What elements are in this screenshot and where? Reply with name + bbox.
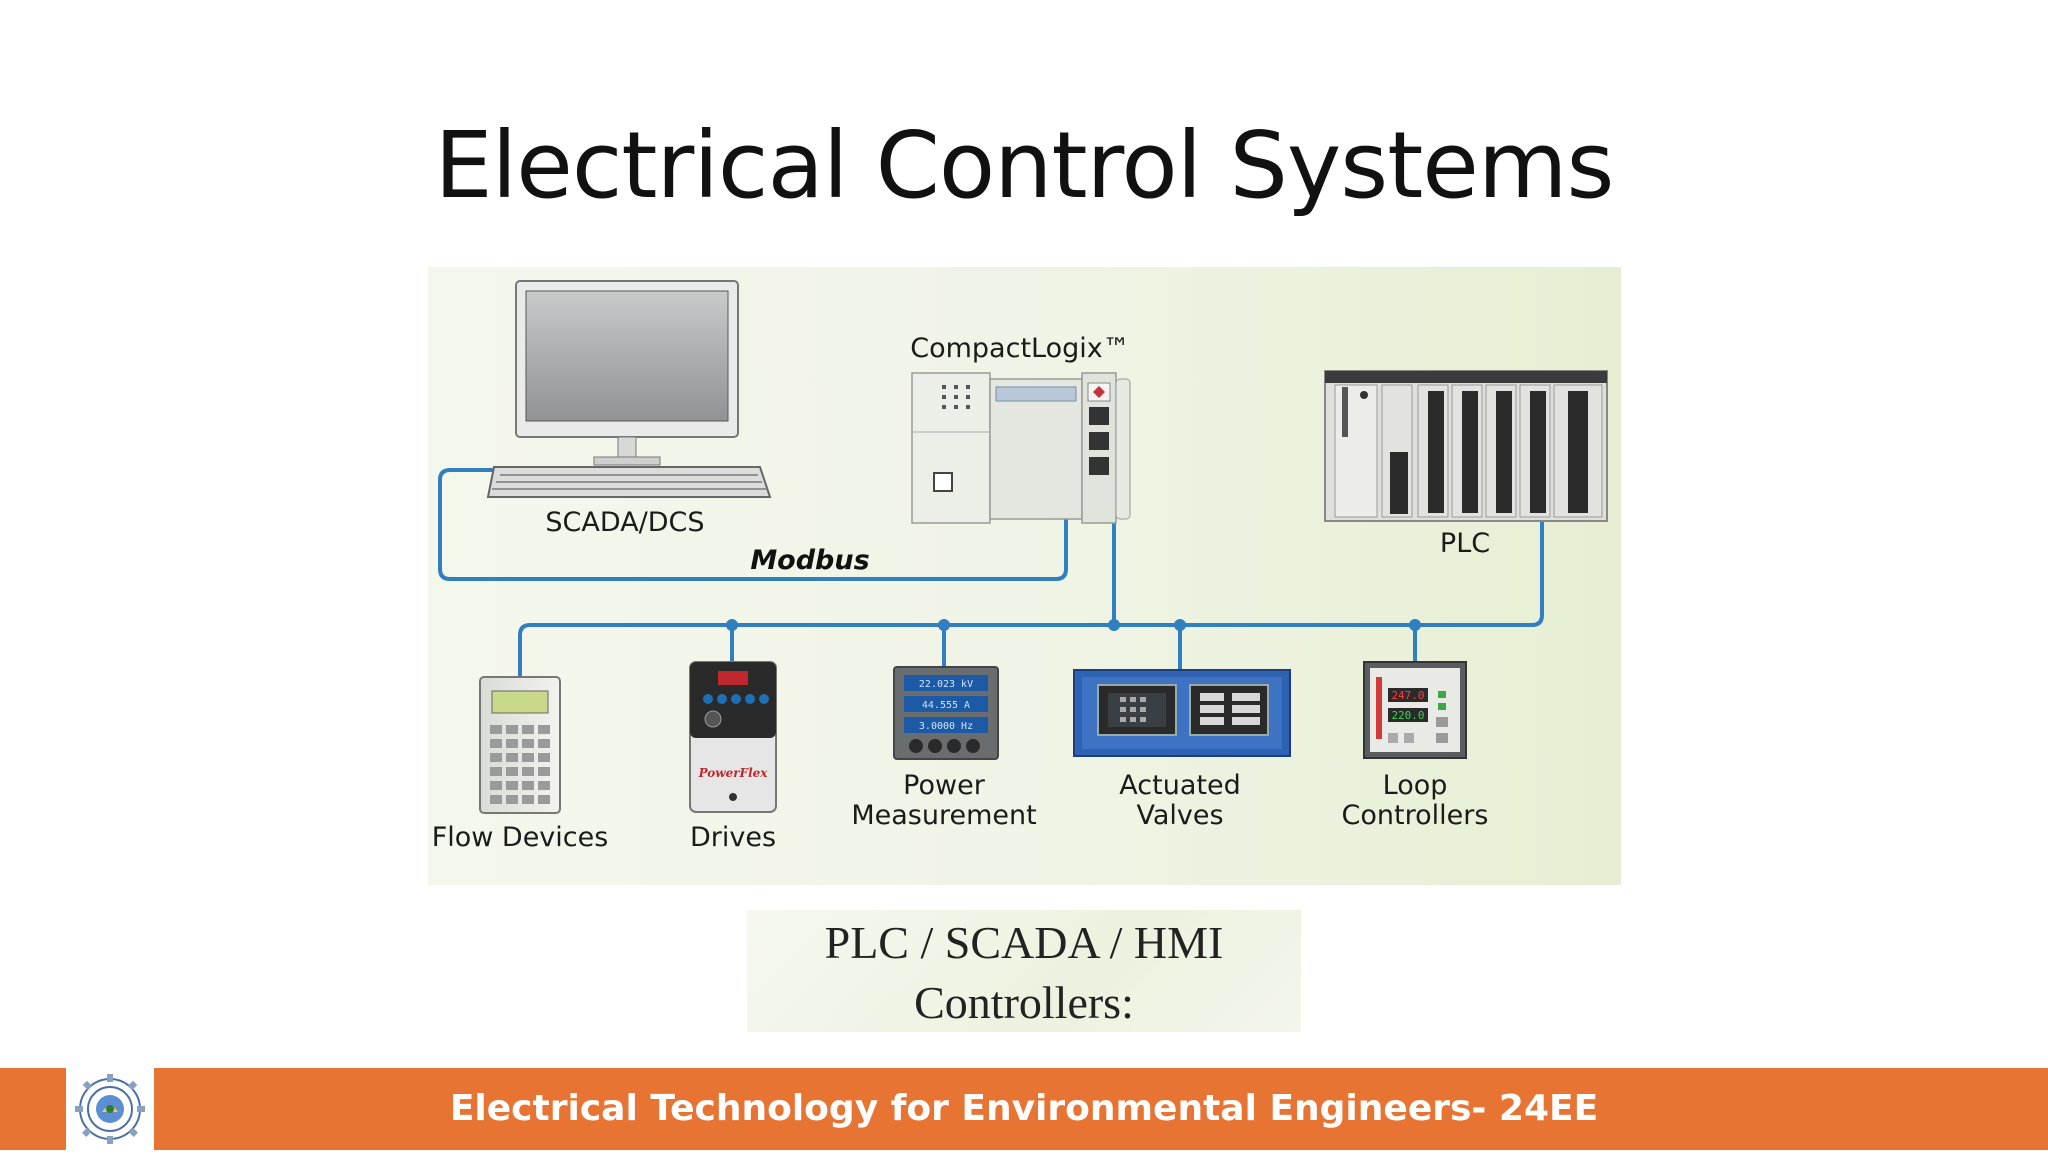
drive-device: PowerFlex Drives: [689, 661, 777, 853]
loop-label-2: Controllers: [1342, 800, 1489, 831]
junction-dot: [1409, 619, 1421, 631]
footer-band: [0, 1068, 2048, 1150]
scada-computer: SCADA/DCS: [486, 280, 772, 538]
caption-line-1: PLC / SCADA / HMI: [824, 917, 1224, 968]
junction-dot: [938, 619, 950, 631]
monitor-stand: [617, 436, 637, 460]
plc-rack: PLC: [1324, 370, 1608, 559]
flow-devices-label: Flow Devices: [432, 822, 609, 853]
power-meter: 22.023 kV 44.555 A 3.0000 Hz Power Measu…: [851, 666, 1037, 831]
junction-dot: [726, 619, 738, 631]
junction-dot: [1108, 619, 1120, 631]
network-diagram: SCADA/DCS Modbus CompactLogix™: [428, 267, 1621, 885]
monitor-screen: [525, 290, 729, 422]
powerflex-text: PowerFlex: [698, 766, 769, 780]
footer-logo: [66, 1068, 154, 1150]
power-display-3: 3.0000 Hz: [919, 721, 973, 732]
monitor-base: [593, 456, 661, 466]
valve-panel: Actuated Valves: [1073, 669, 1291, 831]
valves-label-2: Valves: [1136, 800, 1223, 831]
modbus-label: Modbus: [750, 545, 869, 576]
power-display-1: 22.023 kV: [919, 679, 973, 690]
compactlogix-controller: CompactLogix™: [910, 333, 1131, 524]
institution-logo-icon: [75, 1074, 145, 1144]
slide-title: Electrical Control Systems: [434, 112, 1615, 219]
main-bus-line: [518, 522, 1544, 677]
caption-box: PLC / SCADA / HMI Controllers:: [747, 910, 1301, 1032]
flow-device: Flow Devices: [432, 676, 609, 853]
plc-label: PLC: [1440, 528, 1490, 559]
power-label-2: Measurement: [851, 800, 1036, 831]
caption-line-2: Controllers:: [914, 977, 1134, 1028]
bus-junctions: [726, 619, 1421, 631]
loop-display-2: 220.0: [1391, 709, 1424, 722]
drives-label: Drives: [690, 822, 776, 853]
footer-text: Electrical Technology for Environmental …: [449, 1088, 1599, 1129]
junction-dot: [1174, 619, 1186, 631]
scada-label: SCADA/DCS: [545, 507, 704, 538]
compactlogix-label: CompactLogix™: [910, 333, 1130, 364]
valves-label-1: Actuated: [1119, 770, 1240, 801]
loop-display-1: 247.0: [1391, 689, 1424, 702]
power-label-1: Power: [903, 770, 986, 801]
power-display-2: 44.555 A: [922, 700, 970, 711]
loop-controller: 247.0 220.0 Loop Controllers: [1342, 661, 1489, 831]
loop-label-1: Loop: [1383, 770, 1448, 801]
